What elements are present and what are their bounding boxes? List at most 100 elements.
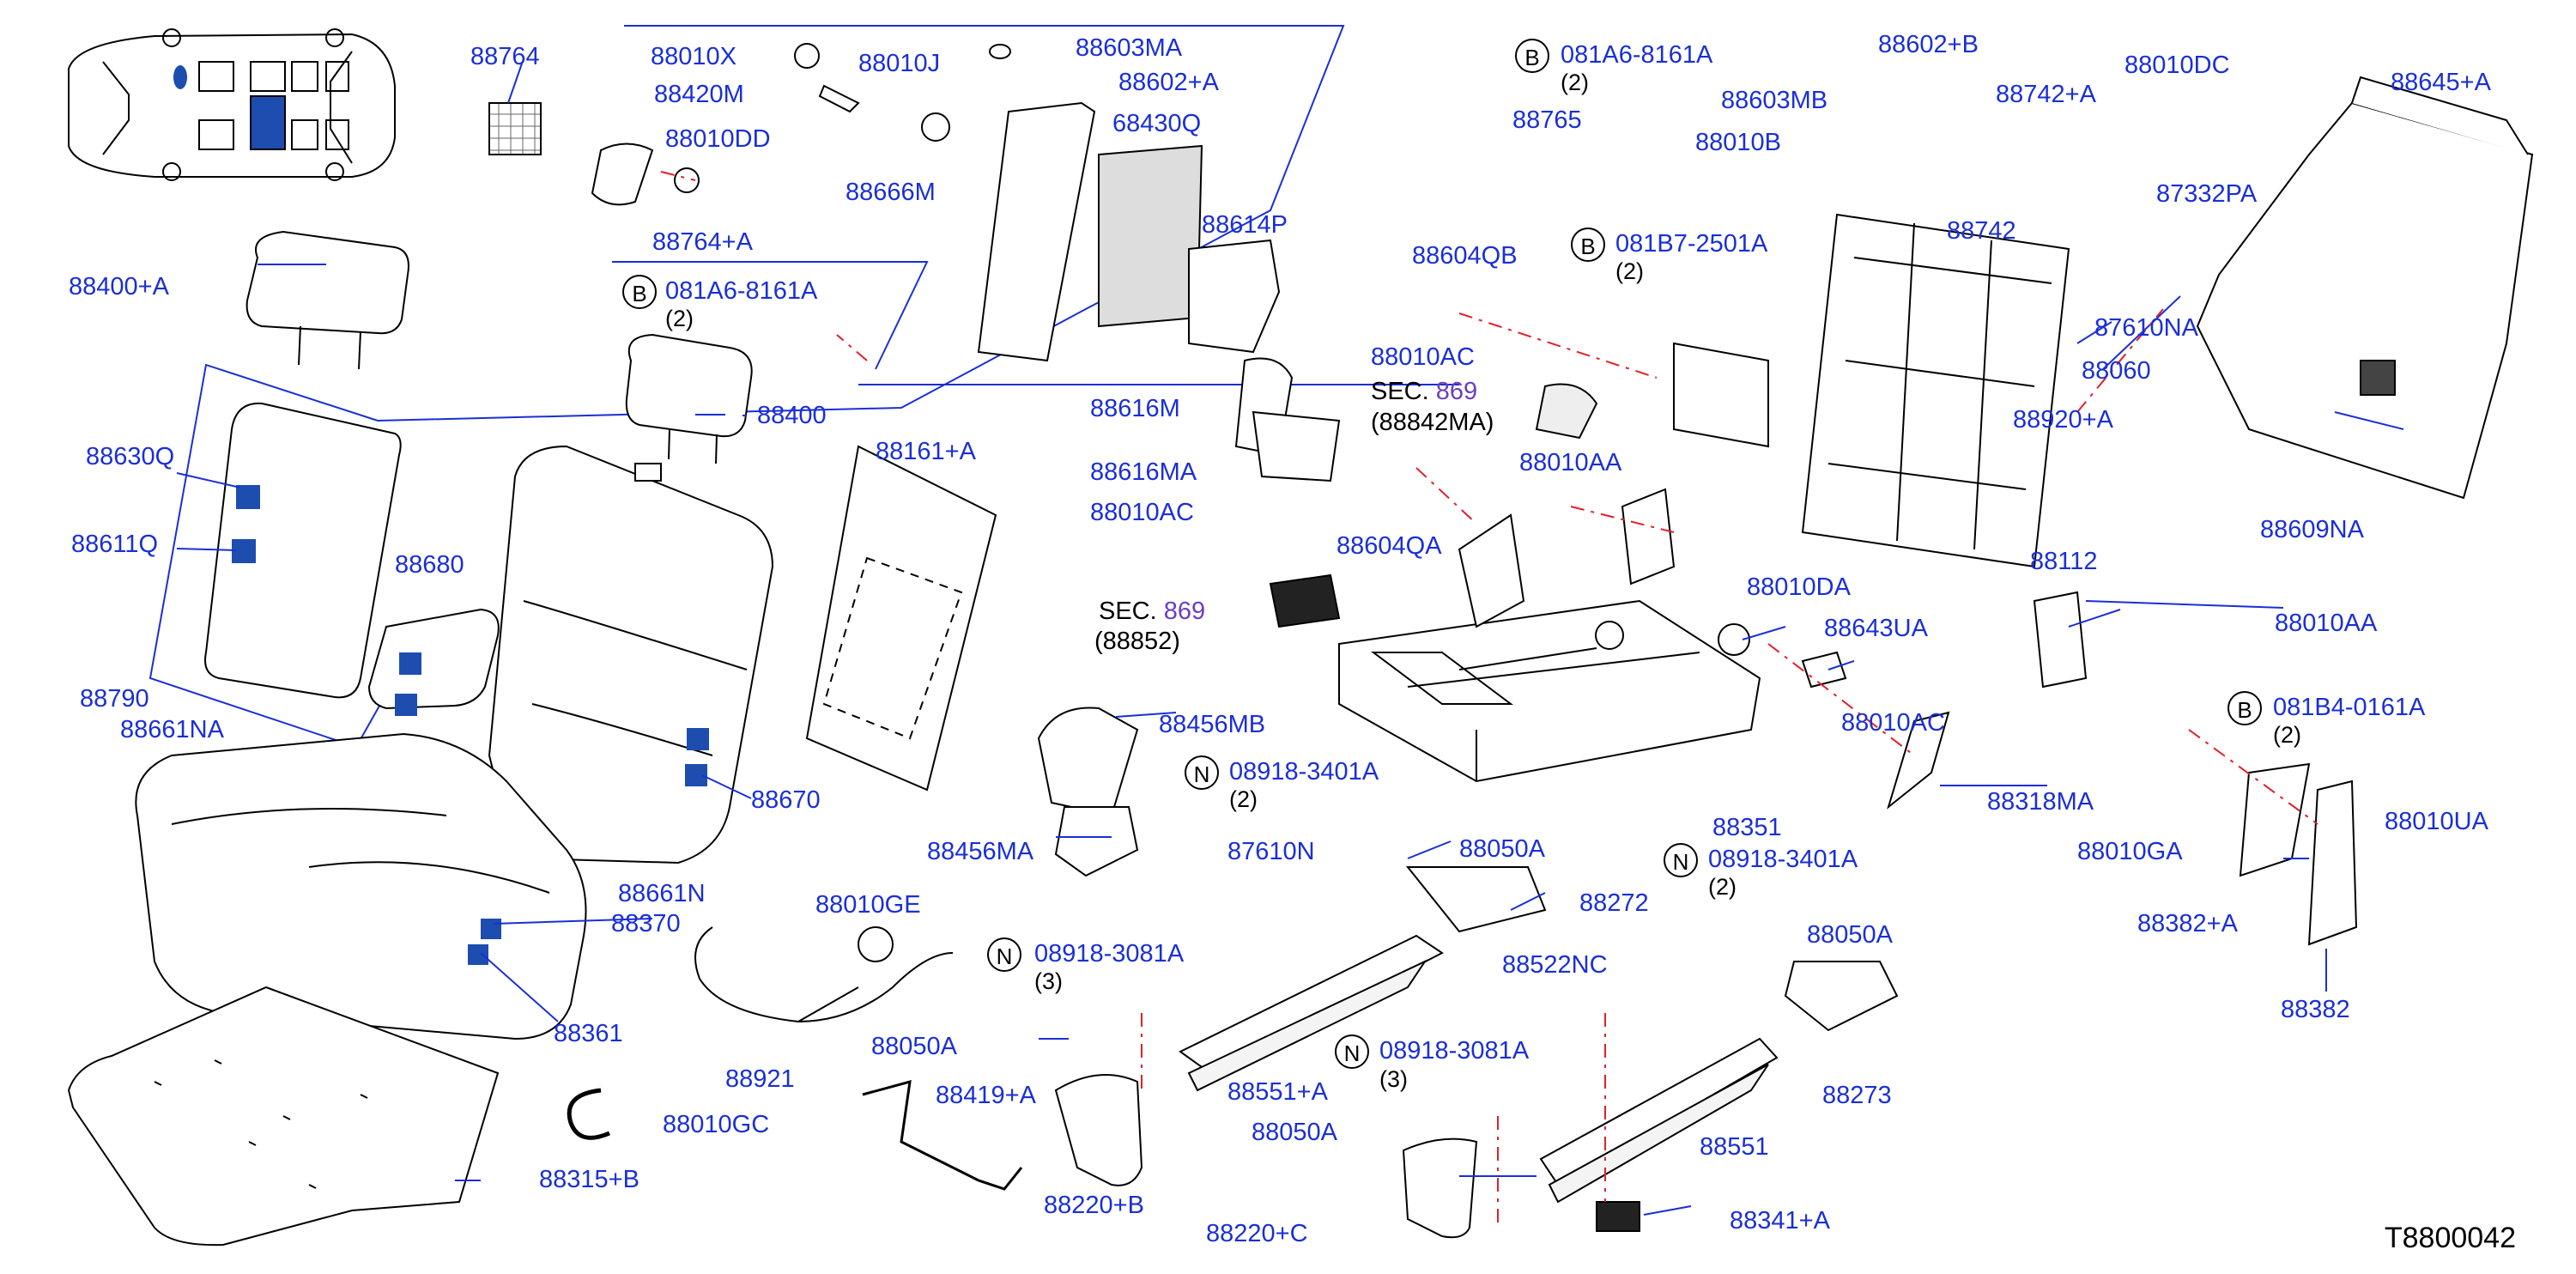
quantity-label: (2) bbox=[665, 306, 694, 331]
part-label-08918-3401a[interactable]: 08918-3401A bbox=[1229, 758, 1379, 786]
part-label-88604qb[interactable]: 88604QB bbox=[1412, 242, 1518, 270]
part-label-88603ma[interactable]: 88603MA bbox=[1076, 34, 1183, 62]
part-label-88010b[interactable]: 88010B bbox=[1695, 129, 1781, 156]
part-label-88611q[interactable]: 88611Q bbox=[71, 531, 159, 558]
part-label-88050a[interactable]: 88050A bbox=[1252, 1119, 1337, 1146]
part-label-88382a[interactable]: 88382+A bbox=[2137, 910, 2238, 937]
part-label-88382[interactable]: 88382 bbox=[2281, 996, 2350, 1023]
part-label-88351[interactable]: 88351 bbox=[1712, 814, 1782, 841]
part-label-08918-3401a[interactable]: 08918-3401A bbox=[1708, 846, 1858, 873]
part-label-88361[interactable]: 88361 bbox=[554, 1020, 623, 1047]
part-label-081a6-8161a[interactable]: 081A6-8161A bbox=[1561, 41, 1713, 69]
part-label-88220c[interactable]: 88220+C bbox=[1206, 1220, 1308, 1247]
part-label-88790[interactable]: 88790 bbox=[80, 685, 149, 713]
part-label-88010ac[interactable]: 88010AC bbox=[1841, 709, 1945, 737]
part-label-88764a[interactable]: 88764+A bbox=[652, 228, 753, 256]
part-label-88161a[interactable]: 88161+A bbox=[876, 438, 976, 465]
part-label-88400a[interactable]: 88400+A bbox=[69, 273, 169, 300]
part-label-88400[interactable]: 88400 bbox=[757, 402, 827, 429]
floor-mat-icon bbox=[67, 986, 500, 1247]
part-label-68430q[interactable]: 68430Q bbox=[1112, 110, 1202, 137]
part-label-88616ma[interactable]: 88616MA bbox=[1090, 458, 1197, 486]
part-label-88050a[interactable]: 88050A bbox=[871, 1033, 957, 1060]
diagram-id: T8800042 bbox=[2384, 1222, 2516, 1254]
guide-lines bbox=[660, 171, 2318, 1228]
part-label-88010ua[interactable]: 88010UA bbox=[2385, 808, 2488, 835]
part-label-08918-3081a[interactable]: 08918-3081A bbox=[1379, 1037, 1530, 1065]
part-label-88050a[interactable]: 88050A bbox=[1459, 835, 1545, 863]
part-label-87610na[interactable]: 87610NA bbox=[2094, 314, 2198, 342]
part-label-88456ma[interactable]: 88456MA bbox=[927, 838, 1034, 865]
part-label-87610n[interactable]: 87610N bbox=[1227, 838, 1315, 865]
part-label-88765[interactable]: 88765 bbox=[1512, 106, 1582, 134]
part-label-88010j[interactable]: 88010J bbox=[858, 50, 941, 77]
part-label-88661n[interactable]: 88661N bbox=[618, 880, 706, 907]
part-label-88060[interactable]: 88060 bbox=[2082, 357, 2151, 385]
part-label-88220b[interactable]: 88220+B bbox=[1044, 1192, 1144, 1219]
part-label-88010aa[interactable]: 88010AA bbox=[2275, 610, 2378, 637]
part-label-88420m[interactable]: 88420M bbox=[654, 81, 744, 108]
part-label-88614p[interactable]: 88614P bbox=[1202, 211, 1288, 239]
part-label-88456mb[interactable]: 88456MB bbox=[1159, 711, 1266, 738]
section-prefix: SEC. bbox=[1099, 598, 1157, 625]
part-label-88602b[interactable]: 88602+B bbox=[1878, 31, 1979, 58]
section-number[interactable]: 869 bbox=[1435, 378, 1478, 405]
part-label-88010ac[interactable]: 88010AC bbox=[1371, 343, 1475, 371]
part-label-081b7-2501a[interactable]: 081B7-2501A bbox=[1615, 230, 1768, 258]
cover-icon bbox=[1054, 866, 1899, 1239]
part-label-88604qa[interactable]: 88604QA bbox=[1336, 532, 1442, 560]
part-label-88602a[interactable]: 88602+A bbox=[1118, 69, 1219, 96]
part-label-88920a[interactable]: 88920+A bbox=[2013, 406, 2113, 434]
part-label-88616m[interactable]: 88616M bbox=[1090, 395, 1180, 422]
part-label-081a6-8161a[interactable]: 081A6-8161A bbox=[665, 277, 818, 305]
part-label-88010ge[interactable]: 88010GE bbox=[815, 891, 921, 919]
part-label-88609na[interactable]: 88609NA bbox=[2260, 516, 2364, 543]
part-label-87332pa[interactable]: 87332PA bbox=[2156, 180, 2258, 208]
back-board-icon bbox=[2196, 76, 2534, 500]
part-label-88315b[interactable]: 88315+B bbox=[539, 1166, 639, 1193]
part-label-88680[interactable]: 88680 bbox=[395, 551, 464, 579]
nut-symbol: N bbox=[1664, 843, 1698, 877]
part-label-88050a[interactable]: 88050A bbox=[1807, 921, 1893, 949]
part-label-081b4-0161a[interactable]: 081B4-0161A bbox=[2273, 694, 2426, 721]
part-label-88010dd[interactable]: 88010DD bbox=[665, 125, 771, 153]
part-label-88010x[interactable]: 88010X bbox=[651, 43, 736, 70]
part-label-88112[interactable]: 88112 bbox=[2030, 548, 2098, 575]
part-label-88318ma[interactable]: 88318MA bbox=[1987, 788, 2094, 816]
part-label-88010dc[interactable]: 88010DC bbox=[2124, 52, 2230, 79]
part-label-88273[interactable]: 88273 bbox=[1822, 1082, 1892, 1109]
part-label-88670[interactable]: 88670 bbox=[751, 786, 821, 814]
part-label-88419a[interactable]: 88419+A bbox=[936, 1082, 1036, 1109]
part-label-88643ua[interactable]: 88643UA bbox=[1824, 615, 1928, 642]
section-number[interactable]: 869 bbox=[1163, 598, 1206, 625]
quantity-label: (3) bbox=[1034, 968, 1063, 994]
section-ref: SEC. 869 bbox=[1371, 379, 1477, 404]
part-label-88341a[interactable]: 88341+A bbox=[1730, 1207, 1830, 1235]
part-label-88603mb[interactable]: 88603MB bbox=[1721, 87, 1828, 114]
part-label-88370[interactable]: 88370 bbox=[611, 910, 681, 937]
part-label-88010ac[interactable]: 88010AC bbox=[1090, 499, 1194, 526]
part-label-08918-3081a[interactable]: 08918-3081A bbox=[1034, 940, 1185, 968]
part-label-88272[interactable]: 88272 bbox=[1579, 889, 1649, 917]
part-label-88010aa[interactable]: 88010AA bbox=[1519, 449, 1622, 476]
seat-cushion-icon bbox=[135, 732, 587, 1040]
bolt-symbol: B bbox=[2227, 691, 2262, 725]
part-label-88010gc[interactable]: 88010GC bbox=[663, 1111, 770, 1138]
headrest-icon bbox=[625, 333, 753, 464]
part-label-88742a[interactable]: 88742+A bbox=[1996, 81, 2096, 108]
part-label-88522nc[interactable]: 88522NC bbox=[1502, 951, 1608, 979]
part-label-88010da[interactable]: 88010DA bbox=[1747, 573, 1851, 601]
part-label-88666m[interactable]: 88666M bbox=[846, 179, 936, 206]
part-label-88551a[interactable]: 88551+A bbox=[1227, 1078, 1328, 1106]
part-label-88921[interactable]: 88921 bbox=[725, 1065, 795, 1093]
quantity-label: (2) bbox=[1561, 70, 1589, 95]
part-label-88661na[interactable]: 88661NA bbox=[120, 716, 224, 743]
small-parts-icon bbox=[488, 43, 1011, 206]
part-label-88630q[interactable]: 88630Q bbox=[86, 443, 175, 470]
part-label-88742[interactable]: 88742 bbox=[1947, 217, 2016, 245]
part-label-88764[interactable]: 88764 bbox=[470, 43, 540, 70]
part-label-88010ga[interactable]: 88010GA bbox=[2077, 838, 2183, 865]
bolt-symbol: B bbox=[1571, 228, 1605, 262]
part-label-88645a[interactable]: 88645+A bbox=[2391, 69, 2491, 96]
part-label-88551[interactable]: 88551 bbox=[1700, 1133, 1769, 1161]
